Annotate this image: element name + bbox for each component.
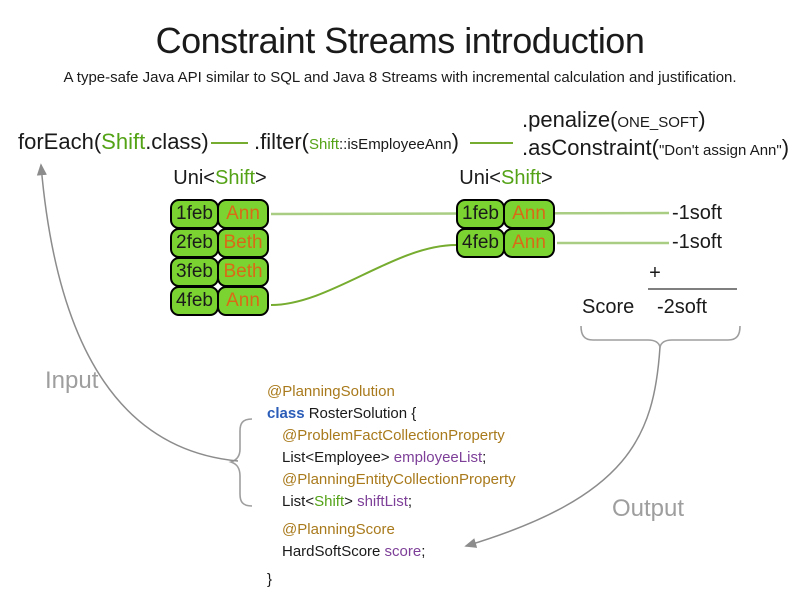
- page-subtitle: A type-safe Java API similar to SQL and …: [63, 69, 737, 86]
- filter-arg-class: Shift: [309, 136, 340, 153]
- header-post: >: [541, 167, 553, 189]
- code-line-class-decl: class RosterSolution {: [267, 403, 516, 425]
- code-line-planning-solution: @PlanningSolution: [267, 381, 516, 403]
- code-line-problem-fact-annotation: @ProblemFactCollectionProperty: [267, 425, 516, 447]
- penalize-close: ): [698, 107, 706, 132]
- total-score: -2soft: [657, 296, 708, 318]
- filter-open: .filter(: [254, 129, 309, 154]
- shift-type: Shift: [314, 493, 345, 510]
- filter-arg-method: ::isEmployeeAnn: [339, 136, 452, 153]
- code-line-shift-list: List<Shift> shiftList;: [267, 491, 516, 513]
- score-label: Score: [582, 296, 635, 318]
- code-line-employee-list: List<Employee> employeeList;: [267, 447, 516, 469]
- field-name: shiftList: [357, 493, 408, 510]
- shift-employee-cell: Ann: [503, 199, 555, 229]
- code-line-planning-entity-annotation: @PlanningEntityCollectionProperty: [267, 469, 516, 491]
- semicolon: ;: [407, 493, 413, 510]
- shift-date-cell: 3feb: [170, 257, 219, 287]
- annotation: @PlanningScore: [282, 521, 395, 538]
- shift-employee-cell: Ann: [503, 228, 555, 258]
- header-pre: Uni<: [173, 167, 215, 189]
- filter-close: ): [451, 129, 459, 154]
- field-name: employeeList: [393, 449, 483, 466]
- header-type: Shift: [500, 167, 542, 189]
- asconstraint-open: .asConstraint(: [522, 135, 659, 160]
- header-type: Shift: [214, 167, 256, 189]
- header-post: >: [255, 167, 267, 189]
- annotation: @ProblemFactCollectionProperty: [282, 427, 505, 444]
- type: List<: [282, 493, 315, 510]
- field-name: score: [384, 543, 422, 560]
- penalize-arg: ONE_SOFT: [617, 114, 699, 131]
- annotation: @PlanningSolution: [267, 383, 395, 400]
- output-arrow: [464, 346, 661, 548]
- foreach-open: forEach(: [18, 129, 102, 154]
- code-line-score-field: HardSoftScore score;: [267, 541, 516, 563]
- match-score-1: -1soft: [672, 202, 723, 224]
- shift-date-cell: 2feb: [170, 228, 219, 258]
- code-line-planning-score-annotation: @PlanningScore: [267, 519, 516, 541]
- closing-brace: }: [267, 571, 273, 588]
- uni-shift-right-header: Uni<Shift>: [456, 167, 556, 190]
- annotation: @PlanningEntityCollectionProperty: [282, 471, 516, 488]
- foreach-expression: forEach(Shift.class): [18, 129, 209, 155]
- output-label: Output: [612, 495, 685, 522]
- foreach-close: .class): [145, 129, 209, 154]
- code-line-closing-brace: }: [267, 569, 516, 591]
- uni-shift-left-header: Uni<Shift>: [170, 167, 270, 190]
- shift-employee-cell: Beth: [217, 257, 269, 287]
- filter-expression: .filter(Shift::isEmployeeAnn): [254, 129, 459, 155]
- penalize-expression: .penalize(ONE_SOFT): [522, 107, 706, 133]
- input-label: Input: [45, 367, 99, 394]
- shift-employee-cell: Ann: [217, 199, 269, 229]
- match-score-2: -1soft: [672, 231, 723, 253]
- type: >: [344, 493, 358, 510]
- keyword: class: [267, 405, 305, 422]
- shift-employee-cell: Beth: [217, 228, 269, 258]
- asconstraint-arg: "Don't assign Ann": [658, 142, 782, 159]
- shift-date-cell: 1feb: [456, 199, 505, 229]
- shift-date-cell: 1feb: [170, 199, 219, 229]
- foreach-class-arg: Shift: [101, 129, 146, 154]
- page-title: Constraint Streams introduction: [155, 20, 645, 61]
- type: List<Employee>: [282, 449, 394, 466]
- input-arrow: [36, 163, 239, 462]
- header-pre: Uni<: [459, 167, 501, 189]
- code-block: @PlanningSolution class RosterSolution {…: [267, 381, 516, 591]
- semicolon: ;: [421, 543, 426, 560]
- code-brace: [228, 418, 253, 507]
- shift-employee-cell: Ann: [217, 286, 269, 316]
- match-curve-4feb: [270, 244, 457, 306]
- semicolon: ;: [482, 449, 487, 466]
- shift-date-cell: 4feb: [170, 286, 219, 316]
- type: HardSoftScore: [282, 543, 385, 560]
- penalize-open: .penalize(: [522, 107, 618, 132]
- class-name: RosterSolution {: [304, 405, 417, 422]
- plus-sign: +: [649, 262, 661, 284]
- asconstraint-close: ): [781, 135, 790, 160]
- shift-date-cell: 4feb: [456, 228, 505, 258]
- score-underbrace: [580, 325, 741, 348]
- asconstraint-expression: .asConstraint("Don't assign Ann"): [522, 135, 789, 161]
